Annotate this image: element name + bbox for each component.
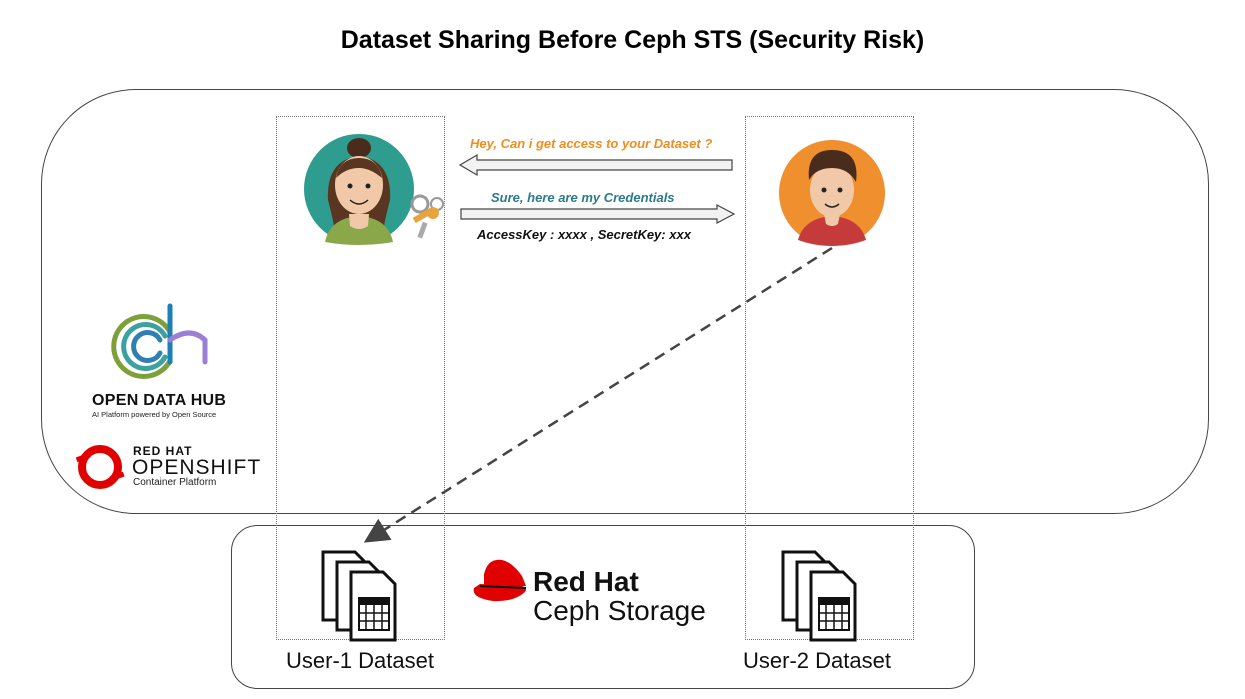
ceph-logo-product: Ceph Storage: [533, 595, 706, 626]
openshift-logo-brand: RED HAT: [133, 444, 193, 458]
user-2-dataset-label: User-2 Dataset: [743, 648, 891, 673]
dataset-files-icon: [781, 550, 857, 642]
woman-avatar-icon: [304, 134, 414, 245]
openshift-logo-subtitle: Container Platform: [133, 477, 217, 488]
user-1-dataset-label: User-1 Dataset: [286, 648, 434, 673]
dataset-files-icon: [321, 550, 397, 642]
reply-arrow: [460, 204, 736, 224]
diagram-title: Dataset Sharing Before Ceph STS (Securit…: [340, 26, 925, 54]
request-message: Hey, Can i get access to your Dataset ?: [470, 136, 713, 151]
keys-icon: [410, 194, 444, 239]
ceph-logo-brand: Red Hat: [533, 566, 639, 597]
request-arrow: [458, 153, 733, 177]
access-arrow: [363, 246, 833, 543]
reply-message: Sure, here are my Credentials: [491, 190, 675, 205]
openshift-logo-product: OPENSHIFT: [132, 456, 262, 479]
red-hat-fedora-icon: [473, 559, 527, 602]
openshift-icon: [75, 445, 125, 489]
odh-logo-tagline: AI Platform powered by Open Source: [92, 410, 217, 419]
open-data-hub-icon: [111, 303, 208, 379]
credentials-message: AccessKey : xxxx , SecretKey: xxx: [477, 227, 691, 242]
odh-logo-name: OPEN DATA HUB: [92, 392, 227, 409]
man-avatar-icon: [779, 140, 885, 246]
